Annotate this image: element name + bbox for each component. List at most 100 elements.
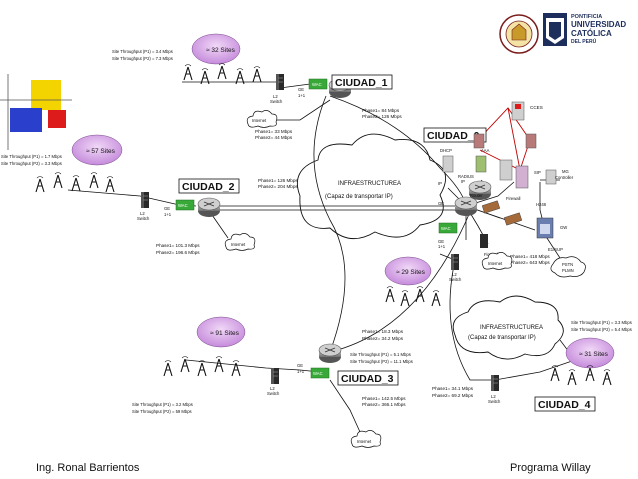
footer-author: Ing. Ronal Barrientos: [36, 462, 140, 474]
h248-label: H248: [536, 202, 547, 207]
city-label-0: CIUDAD_0: [427, 130, 480, 142]
phase-city3-c: Phase1= 142.5 Mbps: [362, 396, 406, 401]
router-label: Router: [470, 193, 483, 198]
ge-label: GE: [298, 87, 304, 92]
l2-switch-icon: [450, 253, 460, 271]
throughput-city2-p2: Site Throughput (P2) = 3.3 Mbps: [1, 161, 62, 166]
phase-labels: Phase1= 84 Mbps Phase2= 126 Mbps Phase1=…: [156, 108, 550, 407]
phase-city2-b: Phase2= 204 Mbps: [258, 184, 298, 189]
university-logo: PONTIFICIA UNIVERSIDAD CATÓLICA DEL PERÚ: [499, 13, 626, 54]
throughput-city4-p2: Site Throughput (P2) = 5.4 Mbps: [571, 327, 632, 332]
wac-label: WAC: [178, 203, 188, 208]
city-label-2: CIUDAD_2: [182, 181, 235, 193]
internet-label: Internet: [252, 118, 267, 123]
phase-city3-a: Phase1= 18.3 Mbps: [362, 329, 404, 334]
l2-switch-icon: [140, 191, 150, 209]
e1sup-label: E1/SUP: [548, 247, 563, 252]
phase-city1-c: Phase1= 33 Mbps: [255, 129, 293, 134]
sites-bubble-city0: ≈ 29 Sites: [384, 256, 441, 307]
throughput-city4-p1: Site Throughput (P1) = 3.3 Mbps: [571, 320, 632, 325]
pstn-label: PSTN: [562, 262, 573, 267]
sip-server-icon: [515, 165, 529, 189]
phase-city3-d: Phase2= 366.1 Mbps: [362, 402, 406, 407]
redundancy-label: 1+1: [297, 369, 305, 374]
sites-count-city3: ≈ 91 Sites: [210, 330, 240, 337]
phase-city1-b: Phase2= 126 Mbps: [362, 114, 402, 119]
mg-label: MG: [562, 169, 569, 174]
app-server-icon: [499, 159, 513, 181]
phase-city3-b: Phase2= 34.2 Mbps: [362, 336, 404, 341]
cloud-secondary-title: INFRAESTRUCTUREA: [480, 325, 543, 331]
sites-count-city4: ≈ 31 Sites: [579, 351, 609, 358]
phase-city0-a: Phase1= 418 Mbps: [510, 254, 550, 259]
l2-label: L2: [491, 394, 496, 399]
ge-label-2: GE: [438, 239, 444, 244]
footer: Ing. Ronal Barrientos Programa Willay: [36, 462, 591, 474]
internet-label: Internet: [357, 439, 372, 444]
dhcp-server-icon: [442, 155, 454, 173]
site-throughput-labels: Site Throughput (P1) = 3.4 Mbps Site Thr…: [1, 49, 632, 414]
uni-line-1: PONTIFICIA: [571, 14, 602, 20]
redundancy-label: 1+1: [298, 93, 306, 98]
pstn-cloud-icon: [550, 256, 586, 278]
firewall-icon: [481, 200, 501, 214]
cloud-main-subtitle: (Capaz de transportar IP): [325, 194, 393, 200]
switch-label: Switch: [137, 216, 150, 221]
throughput-city1-p2: Site Throughput (P2) = 7.3 Mbps: [112, 56, 173, 61]
uni-line-2: UNIVERSIDAD: [571, 20, 626, 29]
node-ciudad-4: L2 Switch CIUDAD_4: [488, 374, 596, 412]
phase-city2-a: Phase1= 126 Mbps: [258, 178, 298, 183]
sites-bubble-city1: ≈ 32 Sites: [183, 33, 262, 85]
throughput-city1-p1: Site Throughput (P1) = 3.4 Mbps: [112, 49, 173, 54]
deco-red-square: [48, 110, 66, 128]
uni-line-4: DEL PERÚ: [571, 38, 597, 45]
sip-label: SIP: [534, 170, 541, 175]
gw-label: GW: [560, 225, 567, 230]
wac-label: WAC: [312, 82, 322, 87]
router-icon: [197, 197, 221, 218]
dhcp-label: DHCP: [440, 148, 452, 153]
radius-ip-label: IP: [461, 179, 465, 184]
firewall-switch-icon: [480, 234, 488, 248]
plmn-label: PLMN: [562, 268, 574, 273]
node-ciudad-0: CIUDAD_0 GE WAC GE 1+1 L2 Switch DHCP IP…: [423, 101, 586, 282]
redundancy-label: 1+1: [164, 212, 172, 217]
infrastructure-cloud-main: INFRAESTRUCTUREA (Capaz de transportar I…: [296, 133, 447, 239]
cloud-secondary-subtitle: (Capaz de transportar IP): [468, 335, 536, 341]
redundancy-label: 1+1: [438, 244, 446, 249]
cces-label: CCES: [530, 105, 543, 110]
switch-label: Switch: [488, 399, 501, 404]
l2-switch-icon: [270, 367, 280, 385]
uni-line-3: CATÓLICA: [571, 29, 612, 38]
throughput-city0-p1: Site Throughput (P1) = 5.1 Mbps: [350, 352, 411, 357]
l2-label: L2: [270, 386, 275, 391]
switch-label: Switch: [267, 391, 280, 396]
internet-label: Internet: [488, 261, 503, 266]
city-label-3: CIUDAD_3: [341, 373, 394, 385]
phase-city2-d: Phase2= 196.6 Mbps: [156, 250, 200, 255]
phase-city0-b: Phase2= 643 Mbps: [510, 260, 550, 265]
l2-label: L2: [273, 94, 278, 99]
firewall-icon-2: [503, 212, 523, 226]
corner-decoration: [0, 74, 72, 150]
node-ciudad-1: L2 Switch GE 1+1 WAC CIUDAD_1 Internet: [246, 73, 393, 128]
firewall-label: Firewall: [506, 196, 520, 201]
deco-yellow-square: [31, 80, 61, 110]
cces-node-icon-2: [525, 133, 537, 149]
footer-program: Programa Willay: [510, 462, 591, 474]
infrastructure-cloud-secondary: INFRAESTRUCTUREA (Capaz de transportar I…: [452, 295, 564, 360]
throughput-city2-p1: Site Throughput (P1) = 1.7 Mbps: [1, 154, 62, 159]
throughput-city0-p2: Site Throughput (P2) = 11.1 Mbps: [350, 359, 413, 364]
aaa-server-icon: [475, 155, 487, 173]
wac-label: WAC: [441, 226, 451, 231]
sites-bubble-city3: ≈ 91 Sites: [163, 316, 246, 377]
node-ciudad-2: L2 Switch GE 1+1 WAC CIUDAD_2 Internet: [137, 178, 256, 251]
sites-count-city0: ≈ 29 Sites: [396, 269, 426, 276]
switch-label: Switch: [270, 99, 283, 104]
l2-switch-icon: [275, 73, 285, 91]
network-links: [67, 81, 576, 433]
phase-city4-b: Phase2= 69.2 Mbps: [432, 393, 474, 398]
cloud-main-title: INFRAESTRUCTUREA: [338, 181, 401, 187]
switch-label: Switch: [449, 277, 462, 282]
ge-label: GE: [164, 206, 170, 211]
